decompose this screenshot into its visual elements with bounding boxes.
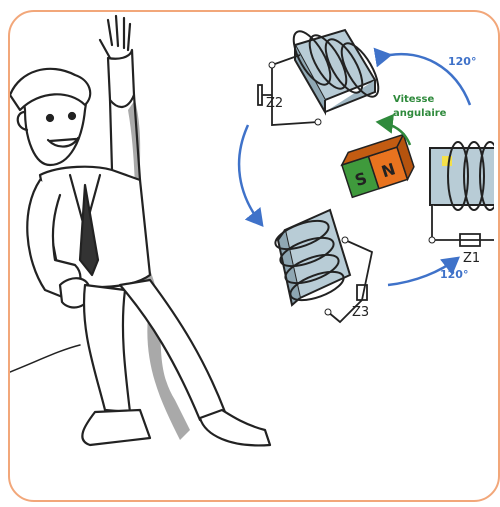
left-shoe: [82, 410, 150, 445]
rotation-arrow-left: [239, 125, 262, 225]
right-shoe: [200, 410, 270, 445]
z1-label: Z1: [463, 251, 480, 266]
angle-label-bottom: 120°: [440, 268, 468, 281]
man-figure: [10, 16, 270, 445]
speed-label-line2: angulaire: [393, 108, 447, 119]
z2-label: Z2: [266, 96, 283, 111]
rotating-magnet: S N: [339, 134, 417, 197]
z3-label: Z3: [352, 305, 369, 320]
left-leg: [84, 285, 130, 412]
coil-z1: Z1: [429, 142, 500, 266]
speed-label-line1: Vitesse: [393, 94, 434, 105]
coil-z3: Z3: [272, 210, 372, 322]
angle-label-top: 120°: [448, 55, 476, 68]
coil-z2: Z2: [258, 26, 385, 125]
